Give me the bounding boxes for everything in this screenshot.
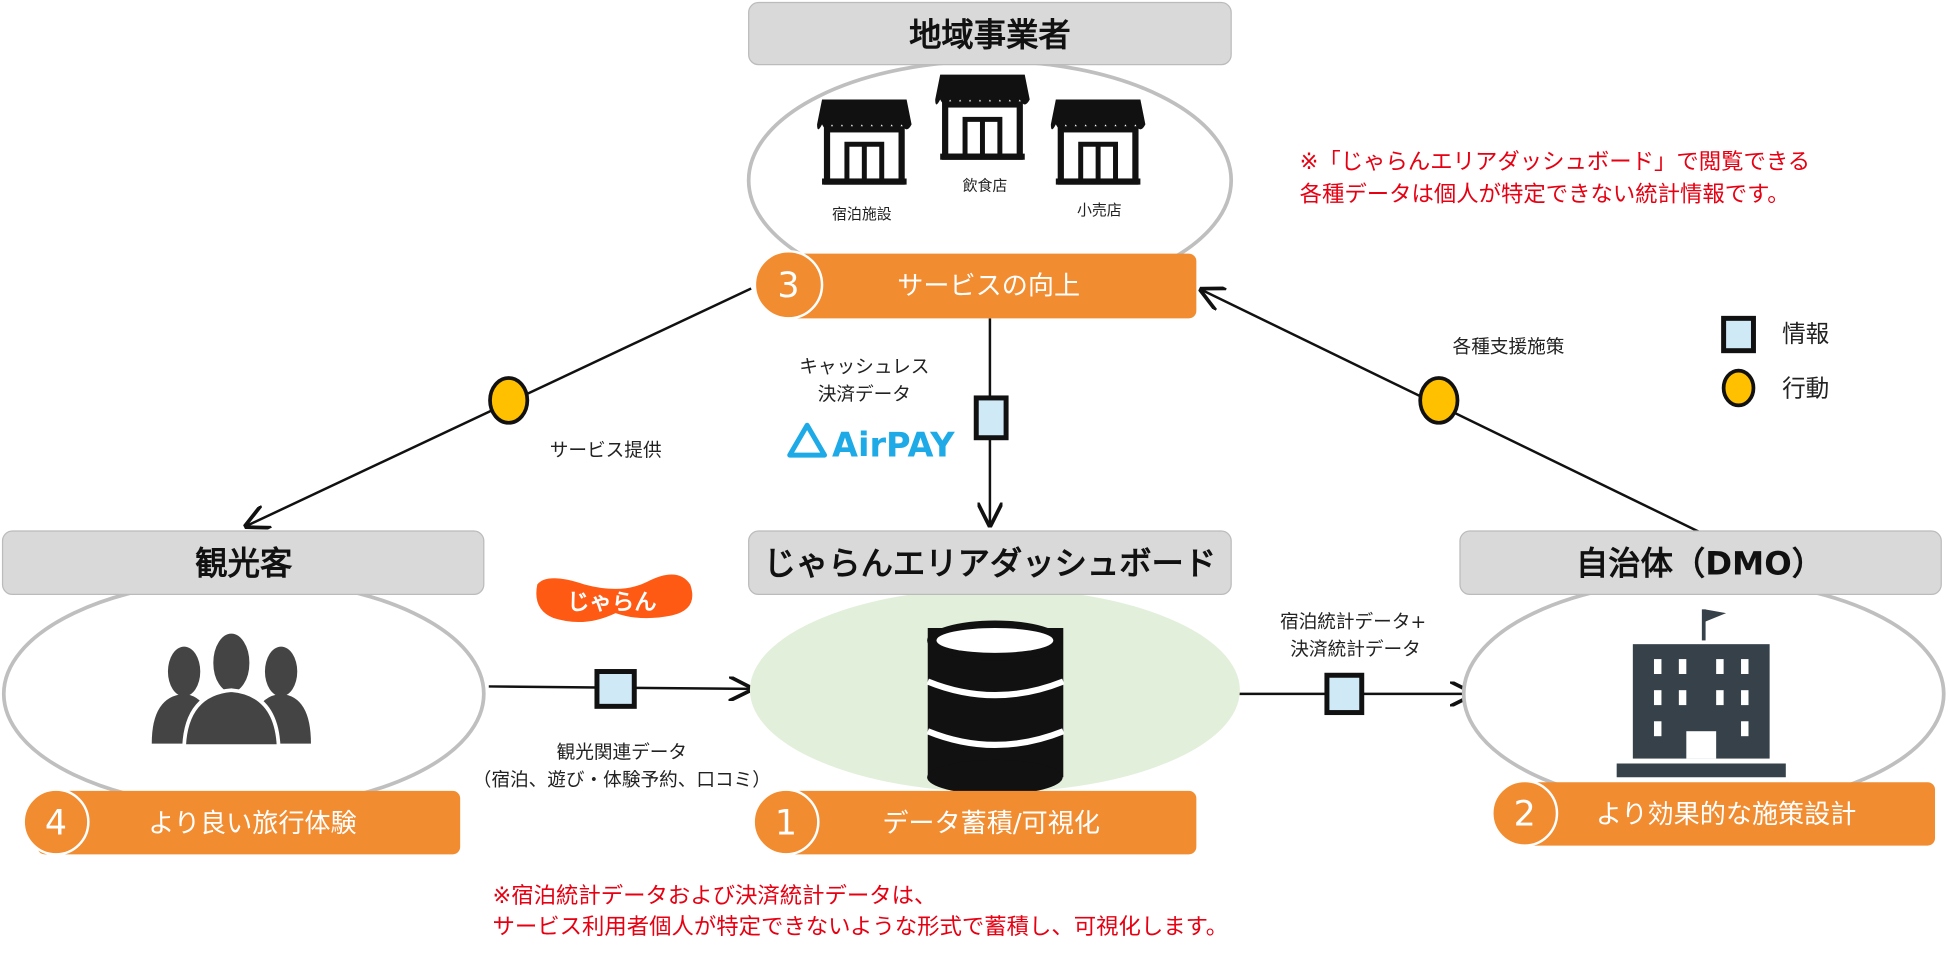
shop-label-restaurant: 飲食店	[963, 176, 1008, 194]
cashless-label-2: 決済データ	[818, 384, 911, 405]
step-label: より良い旅行体験	[148, 809, 356, 839]
step-label: より効果的な施策設計	[1596, 800, 1857, 830]
service-label: サービス提供	[550, 440, 662, 461]
support-label: 各種支援施策	[1453, 337, 1565, 358]
step-1-bar: 1 データ蓄積/可視化	[752, 788, 1197, 856]
dashboard-title: じゃらんエリアダッシュボード	[764, 545, 1217, 583]
jalan-logo: じゃらん	[536, 574, 693, 623]
step-3-bar: 3 サービスの向上	[753, 249, 1197, 320]
info-square-icon	[594, 669, 637, 709]
airpay-logo: AirPAY	[787, 422, 955, 464]
people-icon	[151, 629, 311, 748]
tourism-label-1: 観光関連データ	[557, 743, 687, 764]
database-icon	[926, 620, 1065, 795]
step-number: 4	[45, 803, 67, 843]
stats-label-1: 宿泊統計データ+	[1280, 612, 1426, 633]
tourism-label-2: （宿泊、遊び・体験予約、口コミ）	[473, 770, 771, 791]
legend-info-label: 情報	[1782, 320, 1829, 348]
bottom-note-line-2: サービス利用者個人が特定できないような形式で蓄積し、可視化します。	[492, 914, 1228, 940]
cashless-label-1: キャッシュレス	[799, 357, 929, 378]
top-note-line-2: 各種データは個人が特定できない統計情報です。	[1300, 181, 1790, 207]
tourist-header: 観光客	[1, 530, 485, 596]
step-number: 1	[775, 803, 797, 843]
action-circle-icon	[488, 376, 530, 425]
top-note-line-1: ※「じゃらんエリアダッシュボード」で閲覧できる	[1300, 149, 1811, 175]
legend-action-label: 行動	[1782, 375, 1829, 403]
legend-info-icon	[1721, 315, 1756, 354]
svg-text:じゃらん: じゃらん	[567, 589, 657, 615]
shop-label-retail: 小売店	[1077, 201, 1122, 219]
step-2-bar: 2 より効果的な施策設計	[1491, 779, 1936, 847]
action-circle-icon	[1418, 376, 1460, 425]
step-label: サービスの向上	[897, 272, 1080, 302]
step-label: データ蓄積/可視化	[882, 809, 1100, 839]
municipality-title: 自治体（DMO）	[1576, 545, 1824, 583]
legend: 情報 行動	[1721, 315, 1829, 408]
info-square-icon	[1324, 672, 1365, 716]
step-4-bar: 4 より良い旅行体験	[22, 788, 461, 856]
building-icon	[1616, 609, 1786, 778]
tourist-title: 観光客	[195, 545, 293, 583]
municipality-header: 自治体（DMO）	[1459, 530, 1942, 596]
dashboard-header: じゃらんエリアダッシュボード	[748, 530, 1232, 596]
bottom-note-line-1: ※宿泊統計データおよび決済統計データは、	[492, 883, 936, 909]
shop-label-lodging: 宿泊施設	[832, 205, 892, 223]
legend-action-icon	[1721, 368, 1756, 408]
business-title: 地域事業者	[909, 16, 1071, 54]
step-number: 3	[777, 266, 799, 306]
stats-label-2: 決済統計データ	[1290, 639, 1420, 660]
step-number: 2	[1514, 795, 1536, 835]
info-square-icon	[973, 395, 1009, 441]
svg-text:AirPAY: AirPAY	[832, 425, 955, 464]
business-header: 地域事業者	[748, 1, 1232, 66]
